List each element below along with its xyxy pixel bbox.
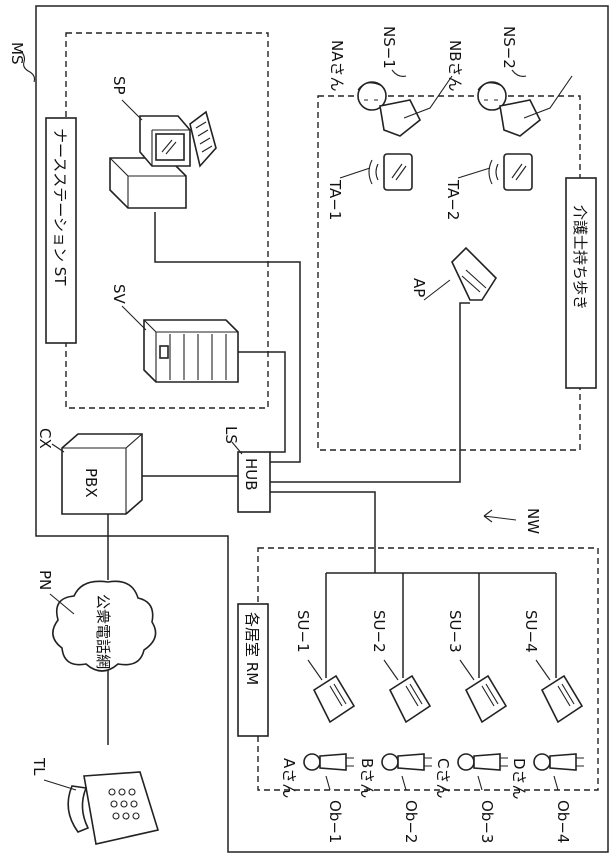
na-san-label: NAさん — [328, 40, 346, 91]
sensor-unit-su2: SU−2 — [370, 610, 430, 722]
nw-arrow — [484, 510, 516, 522]
ns1-label: NS−1 — [380, 26, 398, 69]
su3-label: SU−3 — [446, 610, 464, 653]
sensor-unit-su4: SU−4 — [522, 610, 582, 722]
ob1-leader — [326, 776, 330, 790]
person-c: Cさん Ob−3 — [434, 754, 508, 843]
access-point: AP — [410, 248, 496, 300]
sv-server: SV — [110, 284, 238, 382]
sp-computer: SP — [110, 76, 216, 208]
su4-label: SU−4 — [522, 610, 540, 653]
ap-label: AP — [410, 278, 428, 297]
su1-leader — [308, 660, 322, 680]
network-wires — [108, 212, 556, 745]
nw-label-group: NW — [484, 508, 542, 534]
tl-leader — [44, 780, 76, 790]
su4-leader — [536, 660, 550, 680]
ob4-label: Ob−4 — [554, 800, 572, 843]
hub-device: HUB LS — [222, 426, 270, 512]
ob2-label: Ob−2 — [402, 800, 420, 843]
caregiver-label: 介護士持ち歩き — [571, 205, 589, 310]
a-san-label: Aさん — [280, 758, 298, 798]
ls-label: LS — [222, 426, 240, 444]
ob3-label: Ob−3 — [478, 800, 496, 843]
ns1-leader — [392, 70, 406, 76]
terminal-ta2: TA−2 — [444, 154, 532, 220]
nurse-ns2: NBさん NS−2 — [446, 26, 572, 136]
ta2-leader — [458, 168, 490, 178]
ob2-leader — [402, 776, 406, 790]
ms-label-group: MS — [8, 42, 35, 82]
public-network-label: 公衆電話網 — [94, 594, 112, 669]
ob1-label: Ob−1 — [326, 800, 344, 843]
person-b: Bさん Ob−2 — [358, 754, 432, 843]
su2-leader — [384, 660, 398, 680]
rooms-region — [258, 548, 598, 790]
nurse-ns1: NAさん NS−1 — [328, 26, 452, 136]
c-san-label: Cさん — [434, 758, 452, 798]
pbx-label: PBX — [82, 468, 100, 498]
su3-leader — [460, 660, 474, 680]
sp-label: SP — [110, 76, 128, 95]
hub-label: HUB — [242, 458, 260, 491]
ns2-label: NS−2 — [500, 26, 518, 69]
sv-label: SV — [110, 284, 128, 305]
cx-label: CX — [36, 428, 54, 449]
b-san-label: Bさん — [358, 758, 376, 798]
nurse-station-label: ナースステーション ST — [51, 128, 69, 286]
person-a: Aさん Ob−1 — [280, 754, 354, 843]
nb-san-label: NBさん — [446, 40, 464, 92]
pn-label: PN — [36, 570, 54, 590]
ns2-leader — [512, 70, 526, 76]
sensor-unit-su1: SU−1 — [294, 610, 354, 722]
ob3-leader — [478, 776, 482, 790]
sensor-unit-su3: SU−3 — [446, 610, 506, 722]
d-san-label: Dさん — [510, 758, 528, 800]
caregiver-region — [318, 96, 580, 450]
tl-label: TL — [30, 757, 48, 776]
terminal-ta1: TA−1 — [326, 154, 412, 220]
sp-leader — [122, 100, 142, 120]
pbx-device: PBX CX — [36, 428, 142, 514]
telephone: TL — [30, 757, 158, 844]
su2-label: SU−2 — [370, 610, 388, 653]
nw-label: NW — [524, 508, 542, 534]
ta1-leader — [340, 168, 370, 178]
public-network-cloud: 公衆電話網 PN — [36, 570, 156, 671]
ta2-label: TA−2 — [444, 179, 462, 220]
rooms-label: 各居室 RM — [243, 612, 261, 685]
su1-label: SU−1 — [294, 610, 312, 653]
person-d: Dさん Ob−4 — [510, 754, 584, 843]
ob4-leader — [554, 776, 558, 790]
sv-leader — [122, 306, 146, 330]
ta1-label: TA−1 — [326, 179, 344, 220]
